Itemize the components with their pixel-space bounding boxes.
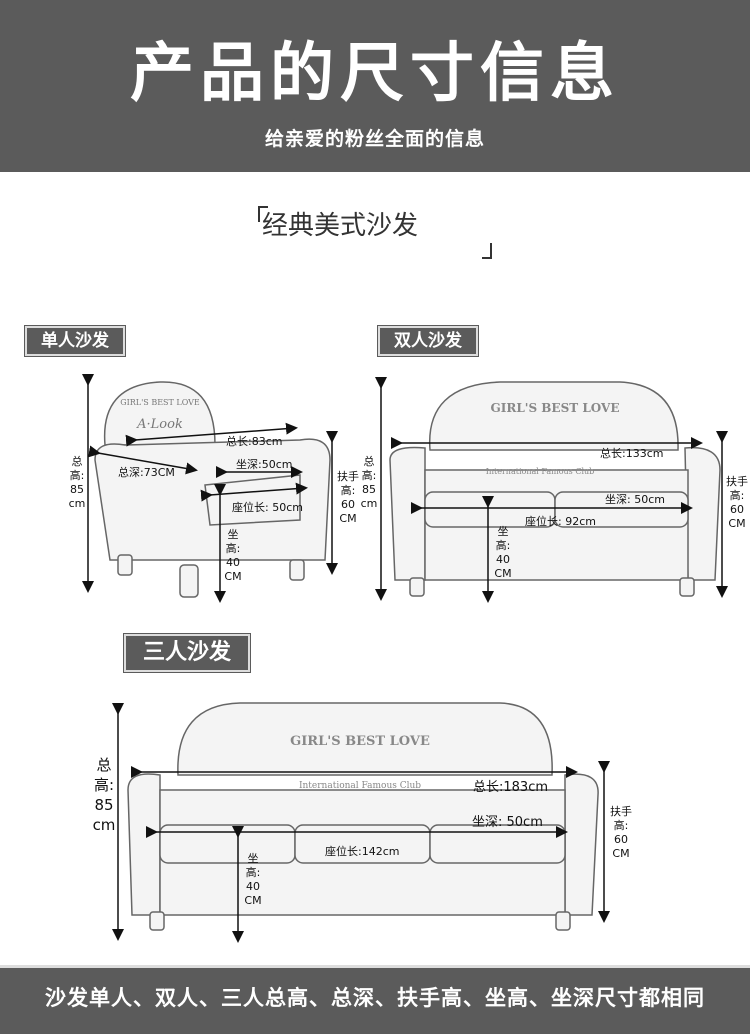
triple-total-length: 总长:183cm xyxy=(473,780,549,795)
triple-sofa-sketch xyxy=(127,702,599,931)
footer-note: 沙发单人、双人、三人总高、总深、扶手高、坐高、坐深尺寸都相同 xyxy=(0,965,750,1034)
double-total-length: 总长:133cm xyxy=(600,447,664,460)
double-arm-height: 扶手高:60 CM xyxy=(726,475,748,530)
triple-seat-length: 座位长:142cm xyxy=(325,845,400,858)
single-seat-height: 坐高:40 CM xyxy=(224,528,242,583)
tag-triple-sofa: 三人沙发 xyxy=(123,633,251,673)
sofa-print-text: GIRL'S BEST LOVE xyxy=(491,401,620,415)
triple-seat-depth: 坐深: 50cm xyxy=(472,815,543,830)
single-total-depth: 总深:73CM xyxy=(118,466,175,479)
section-title: 经典美式沙发 xyxy=(262,211,419,241)
double-seat-length: 座位长: 92cm xyxy=(525,515,596,528)
single-seat-length: 座位长: 50cm xyxy=(232,501,303,514)
page-title: 产品的尺寸信息 xyxy=(130,37,620,111)
triple-seat-height: 坐高:40 CM xyxy=(244,852,262,907)
dimension-arrows xyxy=(82,374,728,943)
single-total-length: 总长:83cm xyxy=(226,435,283,448)
tag-double-sofa: 双人沙发 xyxy=(377,325,479,357)
bracket-right xyxy=(482,243,492,259)
triple-total-height: 总高:85 cm xyxy=(92,756,116,834)
triple-arm-height: 扶手高:60 CM xyxy=(610,805,632,860)
tag-single-sofa: 单人沙发 xyxy=(24,325,126,357)
single-arm-height: 扶手高:60 CM xyxy=(337,470,359,525)
sofa-print-logo: A·Look xyxy=(136,417,183,432)
sofa-print-text: International Famous Club xyxy=(486,467,595,476)
double-seat-height: 坐高:40 CM xyxy=(494,525,512,580)
single-seat-depth: 坐深:50cm xyxy=(236,458,293,471)
page-subtitle: 给亲爱的粉丝全面的信息 xyxy=(264,128,485,150)
sofa-print-text: GIRL'S BEST LOVE xyxy=(290,734,430,749)
sofa-print-text: International Famous Club xyxy=(299,781,421,791)
single-total-height: 总高:85 cm xyxy=(68,455,86,510)
header-banner: 产品的尺寸信息 给亲爱的粉丝全面的信息 xyxy=(0,0,750,172)
double-seat-depth: 坐深: 50cm xyxy=(605,493,665,506)
bracket-left xyxy=(258,206,268,222)
sofa-print-text: GIRL'S BEST LOVE xyxy=(120,398,200,407)
double-total-height: 总高:85 cm xyxy=(360,455,378,510)
